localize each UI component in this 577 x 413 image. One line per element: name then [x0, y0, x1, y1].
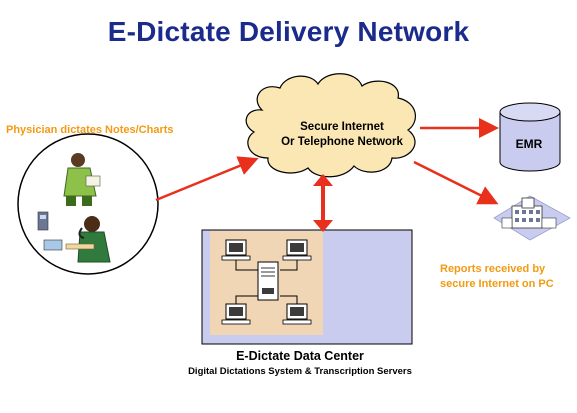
network-lines: [235, 258, 298, 304]
cloud-label-line1: Secure Internet: [300, 121, 384, 133]
reports-label-line2: secure Internet on PC: [440, 278, 554, 290]
emr-label: EMR: [515, 137, 543, 151]
cloud-label: Secure Internet Or Telephone Network: [262, 120, 422, 150]
emr-database-icon: [499, 102, 561, 172]
workstation-icon: [221, 303, 251, 325]
data-center-box: [201, 229, 413, 345]
physician-circle: [17, 133, 159, 275]
dictating-doctor-icon: [37, 211, 111, 263]
cloud-to-reports-arrow: [413, 160, 499, 205]
cloud-datacenter-bidirectional-arrow: [313, 174, 333, 232]
cloud-label-line2: Or Telephone Network: [281, 136, 403, 148]
data-center-subtitle: Digital Dictations System & Transcriptio…: [188, 366, 412, 377]
page-title: E-Dictate Delivery Network: [107, 16, 470, 47]
server-icon: [257, 261, 279, 301]
reports-label: Reports received by secure Internet on P…: [440, 262, 554, 292]
network-cloud: [245, 73, 416, 178]
physician-label: Physician dictates Notes/Charts: [6, 124, 174, 136]
workstation-icon: [282, 239, 312, 261]
physician-icon: [63, 153, 101, 206]
reports-label-line1: Reports received by: [440, 263, 546, 275]
data-center-title: E-Dictate Data Center: [236, 349, 364, 363]
hospital-building-icon: [493, 195, 571, 241]
workstation-icon: [282, 303, 312, 325]
physician-to-cloud-arrow: [155, 156, 259, 202]
workstation-icon: [221, 239, 251, 261]
